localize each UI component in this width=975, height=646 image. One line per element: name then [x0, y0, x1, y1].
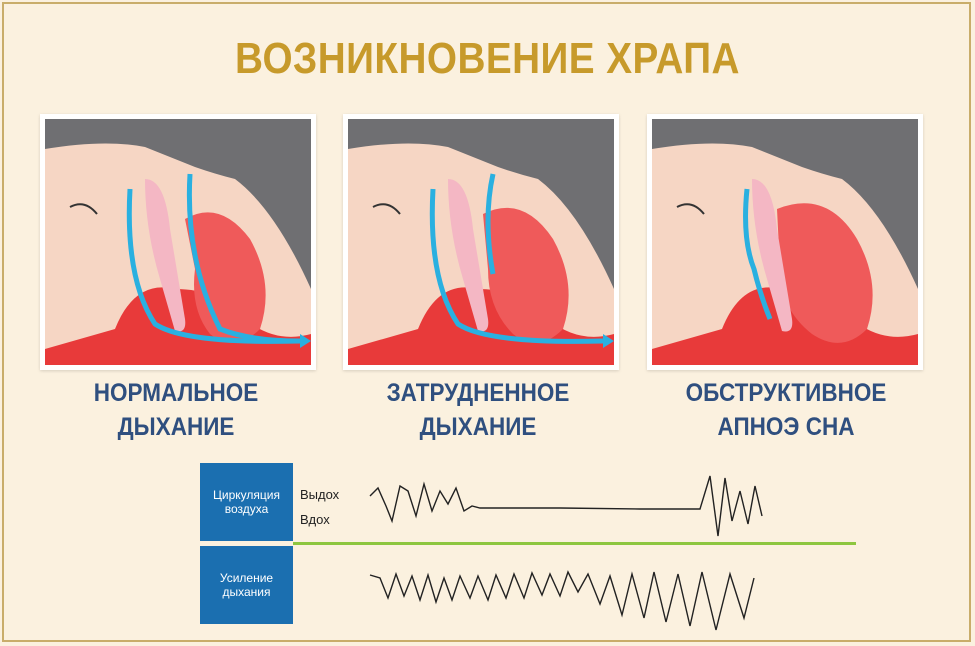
caption-line-1: ОБСТРУКТИВНОЕ [685, 379, 887, 407]
effort-trace [369, 570, 755, 631]
panel-normal-breathing [40, 114, 316, 370]
airflow-trace [369, 475, 763, 537]
airway-illustration-difficult [348, 119, 614, 365]
breathing-effort-box: Усиление дыхания [200, 546, 293, 624]
exhale-label: Выдох [300, 487, 340, 502]
effort-box-line-1: Усиление [219, 571, 274, 585]
panel-obstructive-apnea [647, 114, 923, 370]
airflow-waveform [369, 475, 763, 537]
airflow-box-line-2: воздуха [224, 502, 269, 516]
caption-normal-breathing: НОРМАЛЬНОЕ ДЫХАНИЕ [41, 376, 311, 444]
effort-box-line-2: дыхания [222, 585, 271, 599]
airflow-box: Циркуляция воздуха [200, 463, 293, 541]
inhale-label: Вдох [300, 512, 330, 527]
caption-line-2: АПНОЭ СНА [717, 413, 855, 441]
effort-waveform [369, 570, 755, 631]
airflow-box-line-1: Циркуляция [213, 488, 280, 502]
separator-line [293, 542, 856, 545]
caption-line-2: ДЫХАНИЕ [117, 413, 235, 441]
caption-difficult-breathing: ЗАТРУДНЕННОЕ ДЫХАНИЕ [343, 376, 613, 444]
caption-line-2: ДЫХАНИЕ [419, 413, 537, 441]
caption-obstructive-apnea: ОБСТРУКТИВНОЕ АПНОЭ СНА [651, 376, 921, 444]
airway-illustration-normal [45, 119, 311, 365]
panel-difficult-breathing [343, 114, 619, 370]
caption-line-1: НОРМАЛЬНОЕ [93, 379, 259, 407]
page-title: ВОЗНИКНОВЕНИЕ ХРАПА [235, 34, 740, 83]
caption-line-1: ЗАТРУДНЕННОЕ [386, 379, 570, 407]
airway-illustration-apnea [652, 119, 918, 365]
